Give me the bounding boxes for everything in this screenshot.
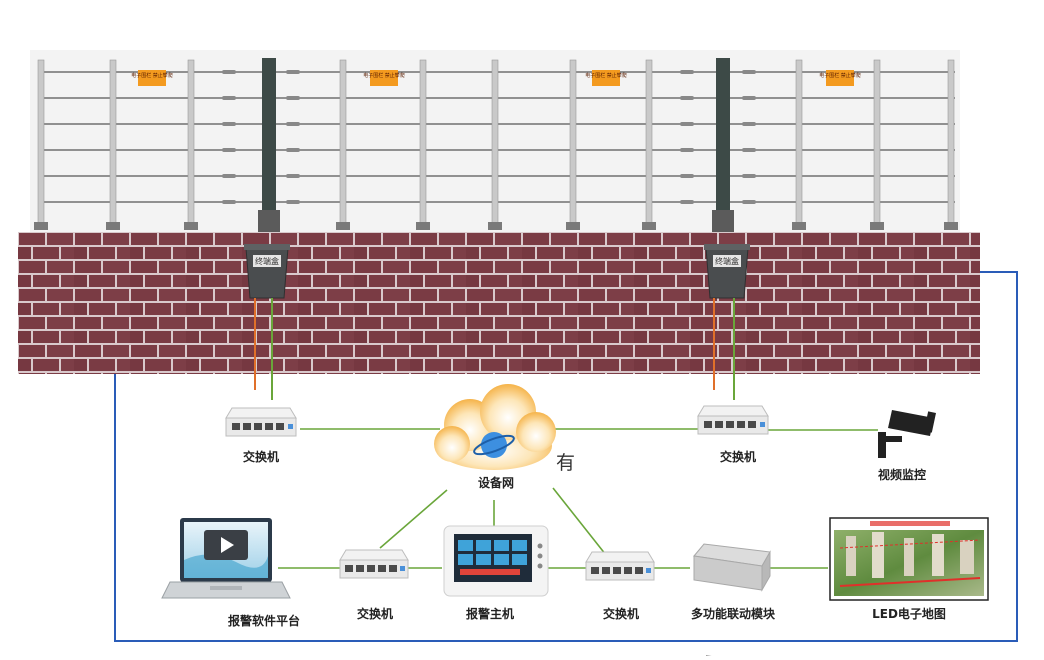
led-map-label: LED电子地图 <box>872 607 946 621</box>
switch-top-left <box>225 407 297 437</box>
switch-bottom-left <box>339 549 409 579</box>
switch-top-left-label: 交换机 <box>242 450 280 464</box>
terminal-box-right: 终端盒 <box>704 244 750 299</box>
border-line <box>114 271 1018 642</box>
alarm-host-label: 报警主机 <box>465 607 515 621</box>
warning-sign-1: 电子围栏 禁止攀爬 <box>131 70 173 86</box>
warning-sign-2: 电子围栏 禁止攀爬 <box>363 70 405 86</box>
svg-text:电子围栏 禁止攀爬: 电子围栏 禁止攀爬 <box>363 72 405 79</box>
camera-icon <box>878 410 936 458</box>
alarm-host-icon <box>443 525 549 597</box>
post-feet <box>34 222 958 230</box>
switch-bottom-right <box>585 551 655 581</box>
switch-bottom-left-label: 交换机 <box>356 607 394 621</box>
svg-text:电子围栏 禁止攀爬: 电子围栏 禁止攀爬 <box>131 72 173 79</box>
svg-text:终端盒: 终端盒 <box>715 256 739 266</box>
svg-text:电子围栏 禁止攀爬: 电子围栏 禁止攀爬 <box>585 72 627 79</box>
lead-wires <box>254 298 735 400</box>
switch-top-right-label: 交换机 <box>719 450 757 464</box>
network-links <box>278 428 878 569</box>
wire-insulators <box>222 70 756 204</box>
fence-posts <box>37 59 955 229</box>
terminal-box-left: 终端盒 <box>244 244 290 299</box>
warning-sign-3: 电子围栏 禁止攀爬 <box>585 70 627 86</box>
linkage-module-icon <box>693 543 771 660</box>
cloud-extra-text: 有 <box>556 452 576 474</box>
camera-label: 视频监控 <box>877 468 927 482</box>
main-posts <box>258 58 734 232</box>
svg-text:电子围栏 禁止攀爬: 电子围栏 禁止攀爬 <box>819 72 861 79</box>
led-map-icon <box>829 517 989 601</box>
switch-top-right <box>697 405 769 435</box>
warning-sign-4: 电子围栏 禁止攀爬 <box>819 70 861 86</box>
linkage-module-label: 多功能联动模块 <box>690 607 776 621</box>
laptop-label: 报警软件平台 <box>227 614 301 628</box>
cloud-label: 设备网 <box>477 476 515 490</box>
switch-bottom-right-label: 交换机 <box>602 607 640 621</box>
laptop-icon <box>161 518 291 599</box>
svg-text:终端盒: 终端盒 <box>255 256 279 266</box>
globe-icon <box>473 432 515 458</box>
brick-wall <box>18 232 980 374</box>
